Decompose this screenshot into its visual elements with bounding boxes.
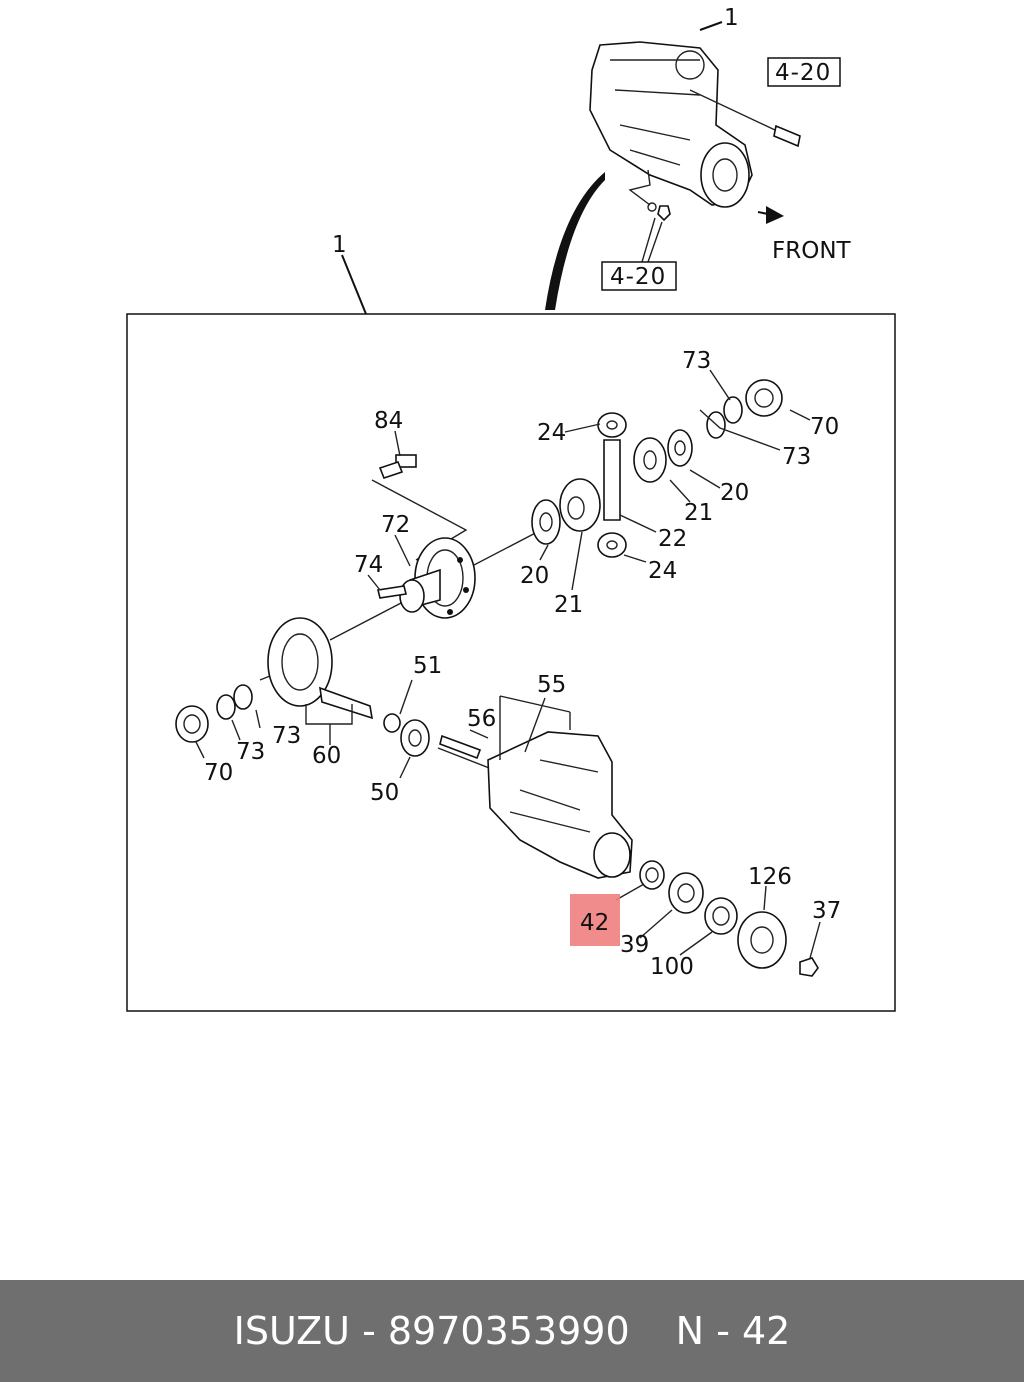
footer-dash-2: - (716, 1309, 730, 1353)
callout-part-39: 39 (620, 932, 649, 958)
part-24-pinion-gear-bottom (597, 532, 627, 558)
part-50-bearing (400, 719, 430, 757)
svg-text:4-20: 4-20 (775, 60, 831, 86)
callout-part-20-right: 20 (720, 480, 749, 506)
detail-frame (126, 313, 896, 1012)
callout-part-22: 22 (658, 526, 687, 552)
exploded-parts-diagram: 1 4-20 4-20 FRONT 1 (126, 5, 896, 1012)
part-20-washer-left (531, 499, 561, 545)
highlight-box-part-42 (570, 894, 620, 946)
callout-part-60: 60 (312, 743, 341, 769)
part-56-bolt (439, 734, 482, 760)
callout-part-21-left: 21 (554, 592, 583, 618)
callout-part-56: 56 (467, 706, 496, 732)
footer-dash-1: - (362, 1309, 376, 1353)
svg-text:1: 1 (724, 5, 739, 31)
callout-part-73-right-bottom: 73 (782, 444, 811, 470)
callout-part-42[interactable]: 42 (580, 910, 609, 936)
callout-part-24-top: 24 (537, 420, 566, 446)
part-70-bearing-left (175, 705, 209, 743)
reference-box-bottom[interactable]: 4-20 (601, 261, 677, 291)
callout-part-73-left-a: 73 (272, 723, 301, 749)
part-51-spacer (383, 713, 401, 733)
callout-part-50: 50 (370, 780, 399, 806)
callout-part-73-right-top: 73 (682, 348, 711, 374)
footer-page-number: 42 (742, 1309, 791, 1353)
callout-part-55: 55 (537, 672, 566, 698)
footer-brand: ISUZU (233, 1309, 350, 1353)
callout-part-20-left: 20 (520, 563, 549, 589)
assembly-overview (545, 21, 801, 310)
svg-text:4-20: 4-20 (610, 264, 666, 290)
part-70-bearing-right (745, 379, 783, 417)
callout-part-126: 126 (748, 864, 792, 890)
callout-part-100: 100 (650, 954, 694, 980)
callout-part-24-bottom: 24 (648, 558, 677, 584)
callout-part-1-top: 1 (724, 5, 739, 31)
callout-part-1-frame: 1 (332, 232, 347, 258)
callout-part-70-left: 70 (204, 760, 233, 786)
callout-part-73-left-b: 73 (236, 739, 265, 765)
part-73-shim-left-b (216, 694, 236, 720)
callout-part-70-right: 70 (810, 414, 839, 440)
footer-bar: ISUZU - 8970353990 N - 42 (0, 1280, 1024, 1382)
part-20-washer-right (667, 429, 693, 467)
callout-part-21-right: 21 (684, 500, 713, 526)
callout-part-72: 72 (381, 512, 410, 538)
callout-part-51: 51 (413, 653, 442, 679)
footer-page-code: N (675, 1309, 705, 1353)
reference-box-top[interactable]: 4-20 (767, 57, 841, 87)
part-42-collapsible-spacer[interactable] (639, 860, 665, 890)
callout-part-74: 74 (354, 552, 383, 578)
part-72-diff-case (399, 537, 476, 619)
front-direction-label: FRONT (772, 238, 852, 264)
part-22-cross-shaft (603, 439, 621, 521)
part-126-companion-flange (737, 911, 787, 969)
part-39-bearing (668, 872, 704, 914)
part-100-oil-seal (704, 897, 738, 935)
part-21-side-gear-left (559, 478, 601, 532)
part-60-ring-gear-pinion (267, 617, 374, 725)
part-21-side-gear-right (633, 437, 667, 483)
callout-part-37: 37 (812, 898, 841, 924)
part-73-shim-right-b (723, 396, 743, 424)
part-37-nut (799, 957, 819, 977)
part-73-shim-left-a (233, 684, 253, 710)
part-24-pinion-gear-top (597, 412, 627, 438)
callout-part-84: 84 (374, 408, 403, 434)
svg-text:FRONT: FRONT (772, 238, 852, 264)
part-74-pin (377, 585, 407, 599)
part-55-carrier-housing (487, 695, 633, 879)
footer-part-number: 8970353990 (387, 1309, 630, 1353)
